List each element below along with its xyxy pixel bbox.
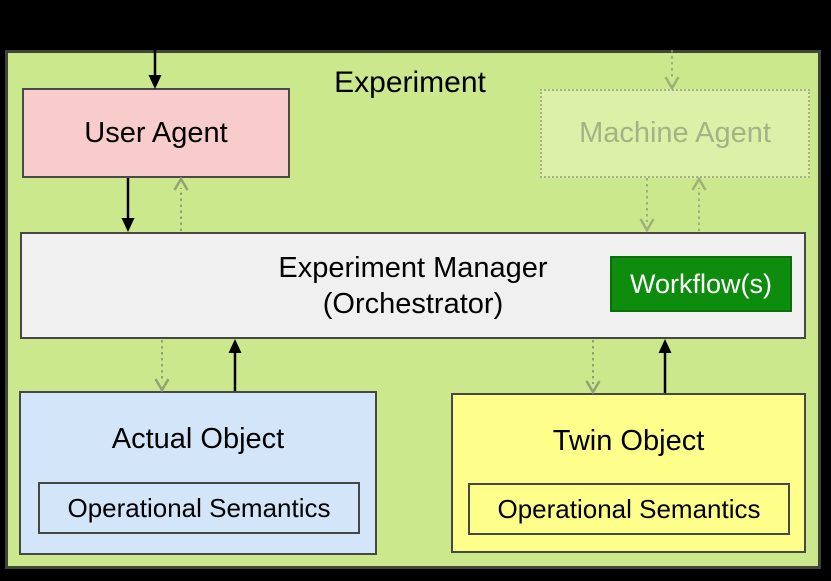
experiment-manager-line2: (Orchestrator) [322,287,504,320]
experiment-manager-label: Experiment Manager (Orchestrator) [278,250,547,322]
experiment-label: Experiment [334,66,486,99]
node-twin-operational-semantics: Operational Semantics [468,483,790,535]
machine-agent-label: Machine Agent [579,117,771,149]
workflows-label: Workflow(s) [629,268,772,299]
user-agent-label: User Agent [84,116,228,149]
node-user-agent: User Agent [22,88,290,178]
node-actual-object: Actual Object Operational Semantics [19,391,377,555]
node-actual-operational-semantics: Operational Semantics [38,482,360,534]
node-machine-agent: Machine Agent [540,89,810,178]
twin-object-label: Twin Object [552,425,705,457]
twin-operational-semantics-label: Operational Semantics [497,493,761,524]
experiment-manager-line1: Experiment Manager [278,251,548,284]
node-twin-object: Twin Object Operational Semantics [451,393,806,553]
actual-object-label: Actual Object [111,423,285,455]
actual-operational-semantics-label: Operational Semantics [67,492,331,523]
node-experiment-manager: Experiment Manager (Orchestrator) [20,232,806,339]
node-workflows: Workflow(s) [610,256,792,312]
